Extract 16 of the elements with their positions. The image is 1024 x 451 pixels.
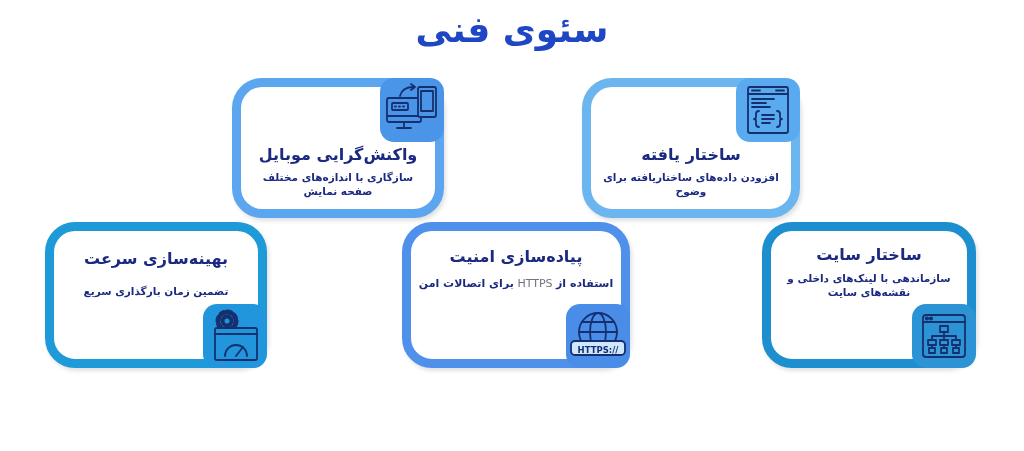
feature-card (582, 78, 800, 218)
card-title: پیاده‌سازی امنیت (449, 247, 583, 268)
feature-card (762, 222, 976, 368)
card-title: بهینه‌سازی سرعت (83, 249, 229, 270)
card-subtitle: سازماندهی با لینک‌های داخلی و نقشه‌های سایت (785, 272, 952, 300)
card-subtitle: افزودن داده‌های ساختاریافته برای وضوح (602, 171, 780, 199)
card-title: ساختار سایت (816, 245, 922, 266)
card-title: واکنش‌گرایی موبایل (258, 145, 418, 166)
title: سئوی فنی (415, 8, 609, 52)
card-subtitle: سازگاری با اندازه‌های مختلف صفحه نمایش (261, 171, 415, 199)
feature-card (45, 222, 267, 368)
feature-card (402, 222, 630, 368)
card-title: ساختار یافته (641, 145, 741, 166)
feature-card (232, 78, 444, 218)
icon-caption: HTTPS:// (577, 345, 619, 356)
card-subtitle: تضمین زمان بارگذاری سریع (83, 285, 229, 299)
